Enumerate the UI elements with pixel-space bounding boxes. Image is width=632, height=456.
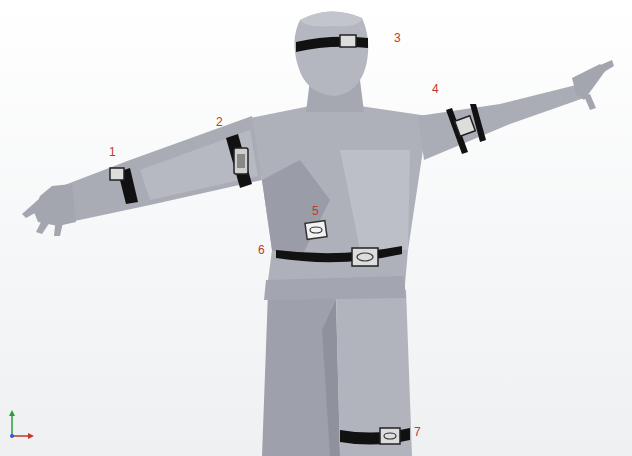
callout-number: 1: [109, 145, 116, 159]
callout-number: 7: [414, 425, 421, 439]
callout-number: 2: [216, 115, 223, 129]
callout-number: 5: [312, 204, 319, 218]
callout-number: 3: [394, 31, 401, 45]
callout-number: 6: [258, 243, 265, 257]
callout-number: 4: [432, 82, 439, 96]
